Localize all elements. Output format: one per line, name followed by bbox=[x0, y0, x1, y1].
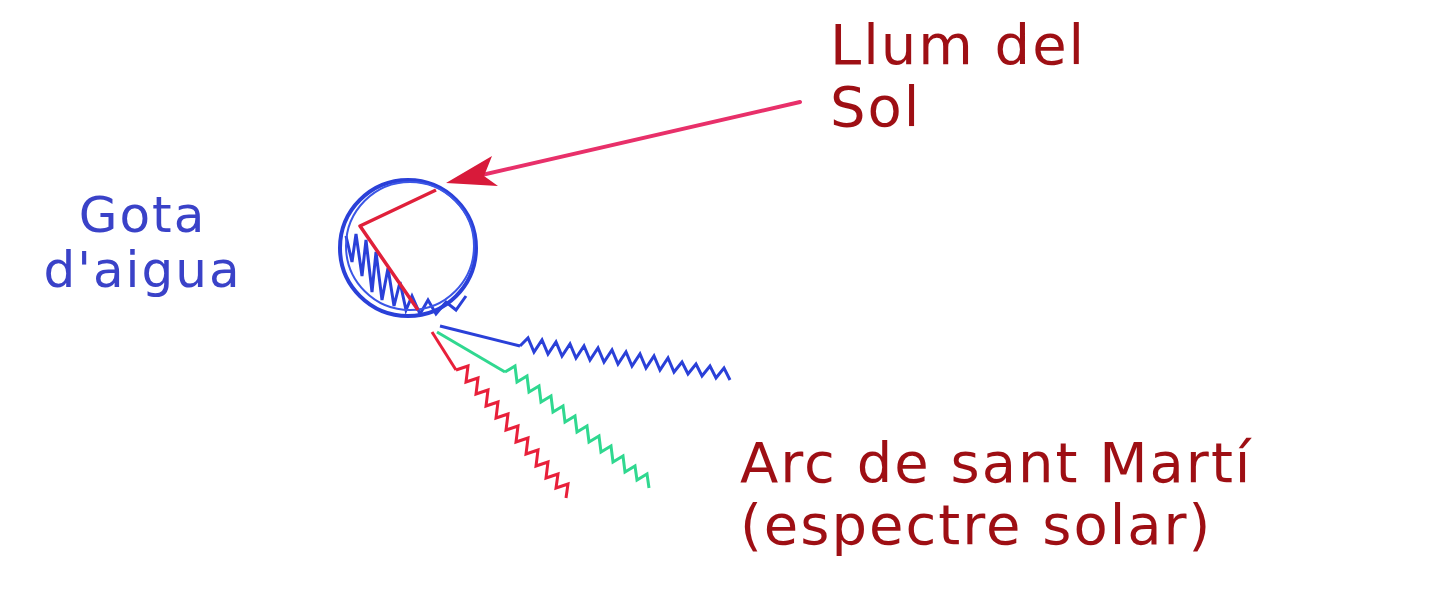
internal-ray bbox=[360, 190, 436, 310]
green-wave bbox=[505, 366, 649, 488]
light-source-label: Llum del Sol bbox=[830, 14, 1110, 137]
sunlight-ray bbox=[460, 102, 800, 180]
drop-label: Gota d'aigua bbox=[10, 188, 275, 298]
water-drop bbox=[340, 180, 476, 316]
red-wave bbox=[456, 366, 568, 498]
blue-wave bbox=[520, 338, 730, 380]
blue-ray bbox=[440, 326, 520, 346]
red-ray bbox=[432, 332, 456, 370]
water-drop-outline bbox=[346, 182, 474, 310]
sunlight-arrowhead bbox=[446, 156, 498, 186]
rainbow-label: Arc de sant Martí (espectre solar) bbox=[740, 432, 1380, 555]
green-ray bbox=[437, 332, 505, 372]
